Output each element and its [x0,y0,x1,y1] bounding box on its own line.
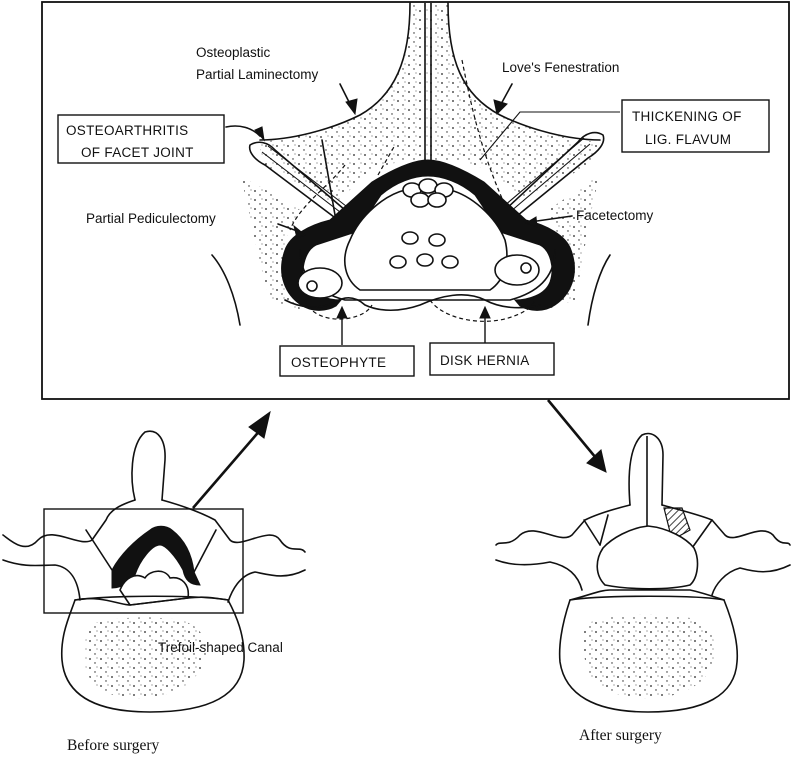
arrow-zoom-in [193,428,262,508]
before-spinous-process [132,431,165,500]
after-enlarged-canal [597,526,697,589]
after-lamina-cut-left [600,515,608,545]
label-loves-fenestration: Love's Fenestration [502,60,619,75]
after-surgery-vertebra: After surgery [496,434,790,744]
after-right-facet [692,520,712,548]
arrowhead-zoom-in [249,412,270,438]
label-partial-pediculectomy: Partial Pediculectomy [86,211,216,226]
right-exiting-root [495,255,539,285]
before-body-stipple [85,618,206,699]
caption-after-surgery: After surgery [579,727,662,744]
left-exiting-root [298,268,342,298]
label-trefoil-canal: Trefoil-shaped Canal [158,640,283,655]
after-body-stipple [583,615,715,698]
after-transverse-right [712,565,790,595]
after-left-facet [584,520,600,545]
before-surgery-vertebra: Trefoil-shaped Canal Before surgery [3,431,305,754]
label-osteoarthritis-1: OSTEOARTHRITIS [66,123,188,138]
after-spinous-process [629,434,663,505]
label-osteoplastic-1: Osteoplastic [196,45,271,60]
label-facetectomy: Facetectomy [576,208,654,223]
inset-panel: Osteoplastic Partial Laminectomy Love's … [42,2,789,399]
arrow-to-after [548,400,596,458]
after-body-top [570,590,724,600]
osteophyte-box: OSTEOPHYTE [280,346,414,376]
label-disk-hernia: DISK HERNIA [440,353,530,368]
before-transverse-right [228,570,305,602]
after-transverse-left [496,560,582,590]
arrowhead-to-after [587,450,606,472]
before-transverse-left [3,560,80,600]
label-osteoplastic-2: Partial Laminectomy [196,67,319,82]
osteoarthritis-box: OSTEOARTHRITIS OF FACET JOINT [58,115,224,163]
before-left-facet [86,530,112,570]
before-right-facet [194,530,216,572]
label-osteoarthritis-2: OF FACET JOINT [81,145,194,160]
label-osteophyte: OSTEOPHYTE [291,355,386,370]
disk-hernia-box: DISK HERNIA [430,343,554,375]
label-thickening-2: LIG. FLAVUM [645,132,731,147]
thickening-box: THICKENING OF LIG. FLAVUM [622,100,769,152]
label-thickening-1: THICKENING OF [632,109,742,124]
caption-before-surgery: Before surgery [67,737,160,754]
